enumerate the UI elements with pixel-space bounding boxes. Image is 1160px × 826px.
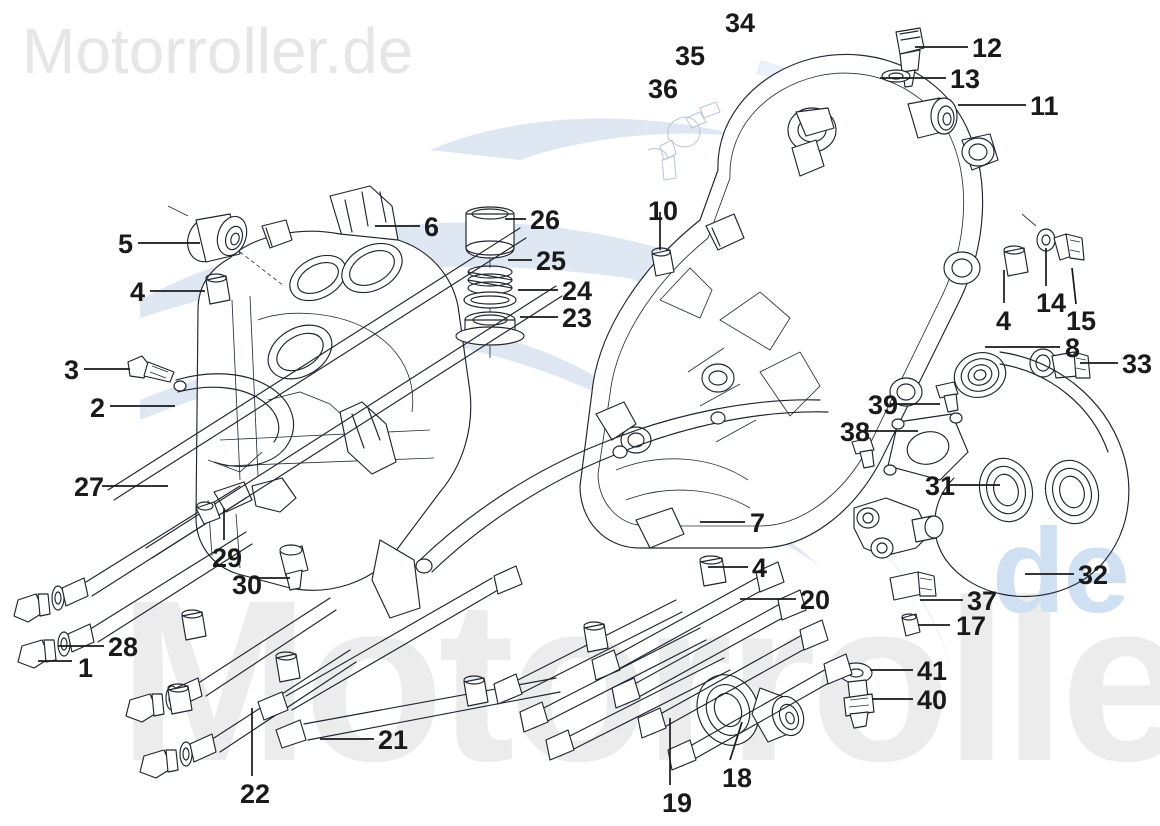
callout-label-8: 8 <box>1065 333 1081 363</box>
callout-label-15: 15 <box>1066 306 1097 336</box>
callout-label-12: 12 <box>972 33 1003 63</box>
callout-label-4a: 4 <box>130 277 146 307</box>
leader-line-15 <box>1071 267 1077 305</box>
part-5-engine-mount-bush <box>167 205 285 287</box>
callout-label-30: 30 <box>232 570 263 600</box>
callout-label-37: 37 <box>967 586 998 616</box>
callout-label-4c: 4 <box>996 306 1012 336</box>
callout-label-20: 20 <box>800 585 831 615</box>
callout-label-17: 17 <box>956 611 987 641</box>
callout-label-36: 36 <box>648 74 679 104</box>
svg-text:Motorroller: Motorroller <box>118 552 1160 809</box>
callout-label-25: 25 <box>536 246 567 276</box>
callout-label-24: 24 <box>562 276 593 306</box>
callout-label-4b: 4 <box>752 553 768 583</box>
long-studs-and-nuts <box>13 227 853 779</box>
callout-label-22: 22 <box>240 779 271 809</box>
callout-label-32: 32 <box>1078 560 1109 590</box>
callout-label-38: 38 <box>840 417 871 447</box>
callout-label-1: 1 <box>78 653 94 683</box>
callout-label-27: 27 <box>74 472 105 502</box>
crankcase-right-cover <box>579 53 999 549</box>
callout-label-40: 40 <box>917 685 948 715</box>
part-3-bolt-and-2-bracket <box>127 355 295 473</box>
part-23-cap <box>455 311 525 346</box>
callout-label-29: 29 <box>212 543 243 573</box>
callout-label-19: 19 <box>662 788 693 818</box>
callout-label-10: 10 <box>648 196 679 226</box>
callout-label-35: 35 <box>675 41 706 71</box>
parts-40-41-washer-bolt <box>839 662 875 729</box>
callout-label-18: 18 <box>722 763 753 793</box>
part-11-bush <box>907 97 958 139</box>
callout-label-41: 41 <box>917 656 948 686</box>
ghost-parts-35-36 <box>647 101 721 181</box>
part-10-collar <box>651 247 675 277</box>
crankcase-gasket-7 <box>415 399 829 574</box>
part-4-collars <box>205 245 1029 587</box>
crankcase-left-half <box>195 185 472 619</box>
svg-text:de: de <box>992 504 1128 638</box>
callout-label-11: 11 <box>1030 91 1059 121</box>
callout-label-3: 3 <box>64 355 80 385</box>
callout-label-7: 7 <box>750 508 766 538</box>
callout-label-23: 23 <box>562 303 593 333</box>
parts-14-15-washer-bolt <box>1021 213 1085 261</box>
callout-label-34: 34 <box>725 8 756 38</box>
callout-label-2: 2 <box>90 393 106 423</box>
parts-29-30 <box>195 501 309 591</box>
top-watermark-text: Motorroller.de <box>22 15 414 87</box>
leader-line-18 <box>729 721 743 761</box>
callout-label-21: 21 <box>378 725 409 755</box>
callout-label-6: 6 <box>424 212 440 242</box>
parts-18-19-seal-bolts <box>696 674 805 746</box>
callout-label-39: 39 <box>868 390 899 420</box>
callout-label-13: 13 <box>950 64 981 94</box>
parts-8-33-bearing-bolt <box>953 348 1091 398</box>
callout-label-26: 26 <box>530 205 561 235</box>
callout-label-31: 31 <box>925 471 956 501</box>
callout-label-28: 28 <box>108 632 139 662</box>
callout-label-33: 33 <box>1122 349 1153 379</box>
callout-label-14: 14 <box>1036 288 1067 318</box>
callout-label-5: 5 <box>118 229 134 259</box>
parts-23-26-oil-stack <box>455 206 525 358</box>
